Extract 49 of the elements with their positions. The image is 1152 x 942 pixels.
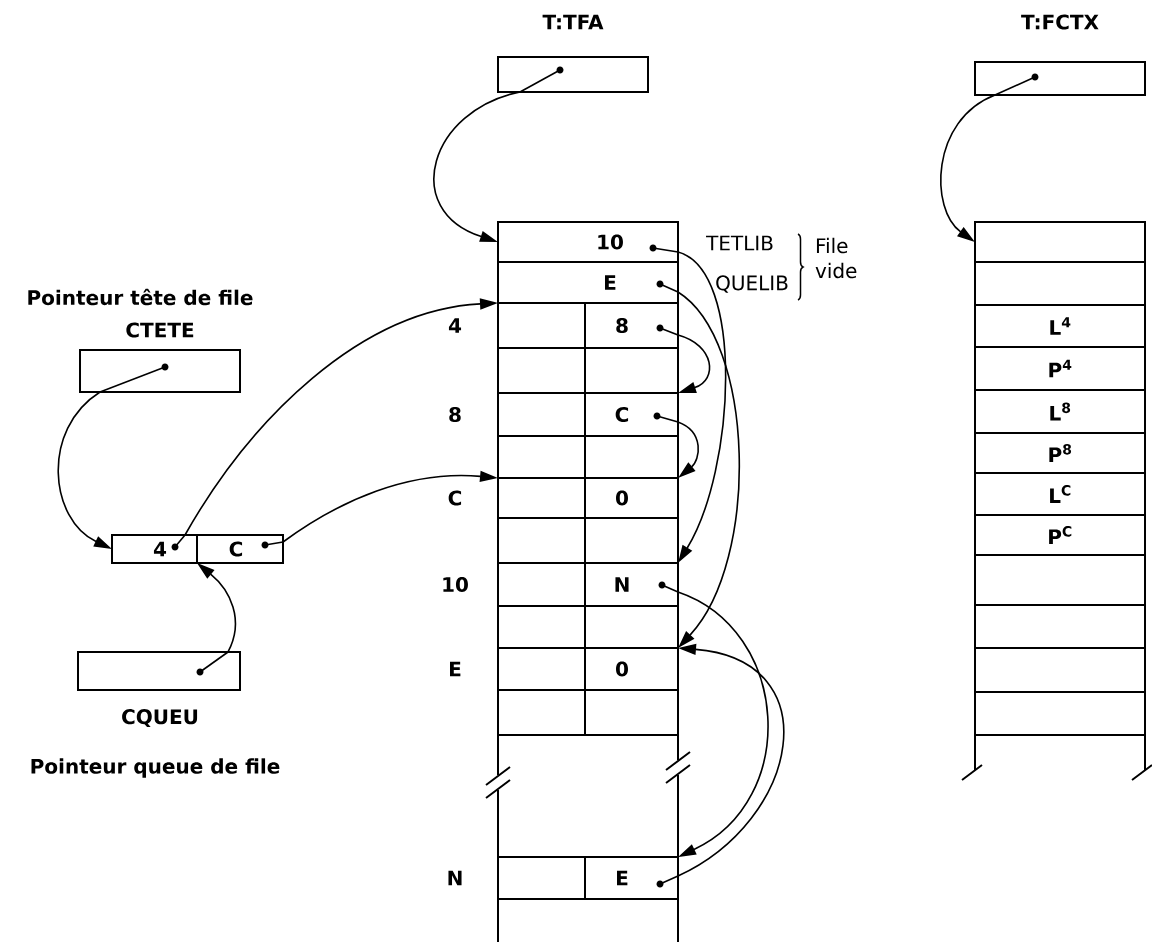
arrow — [940, 94, 996, 242]
label: TETLIB — [706, 235, 773, 251]
table-row — [497, 605, 679, 649]
table-row — [497, 347, 679, 394]
table-row: L$^{C}$ — [974, 472, 1146, 516]
table-row — [974, 691, 1146, 736]
queue-cell: 4 — [111, 534, 198, 564]
row-label: 8 — [449, 406, 461, 423]
table-row: L$^{4}$ — [974, 304, 1146, 348]
table-row: C — [497, 392, 679, 437]
table-row — [974, 647, 1146, 693]
label: QUELIB — [716, 275, 788, 293]
table-row: E — [497, 856, 679, 900]
heading: CTETE — [126, 322, 194, 338]
table-row: 8 — [497, 302, 679, 349]
table-row: 0 — [497, 477, 679, 519]
arrow — [677, 643, 784, 877]
table-row: N — [497, 562, 679, 607]
table-row — [497, 689, 679, 736]
heading: Pointeur tête de file — [28, 288, 253, 306]
table-row — [497, 517, 679, 564]
queue-cell: C — [196, 534, 284, 564]
table-row: 10 — [497, 221, 679, 263]
row-label: E — [450, 661, 461, 677]
heading: T:TFA — [542, 14, 604, 30]
table-row — [974, 261, 1146, 306]
arrow — [677, 421, 700, 478]
table-row — [497, 898, 679, 942]
table-row — [974, 554, 1146, 606]
table-row — [497, 435, 679, 479]
table-row — [974, 221, 1146, 263]
arrow — [677, 591, 769, 857]
row-label: 10 — [443, 576, 468, 593]
row-label: N — [448, 870, 462, 886]
table-row: E — [497, 261, 679, 304]
arrow — [433, 91, 521, 242]
row-label: C — [448, 490, 462, 506]
table-row: P$^{4}$ — [974, 346, 1146, 391]
table-row: L$^{8}$ — [974, 389, 1146, 434]
arrow — [677, 334, 711, 393]
table-row: 0 — [497, 647, 679, 691]
heading: CQUEU — [122, 709, 198, 727]
note: File vide — [815, 237, 857, 279]
table-row: P$^{C}$ — [974, 514, 1146, 556]
row-label: 4 — [448, 318, 462, 333]
heading: T:FCTX — [1021, 14, 1099, 30]
table-row — [974, 604, 1146, 649]
table-row: P$^{8}$ — [974, 432, 1146, 474]
heading: Pointeur queue de file — [31, 758, 280, 778]
